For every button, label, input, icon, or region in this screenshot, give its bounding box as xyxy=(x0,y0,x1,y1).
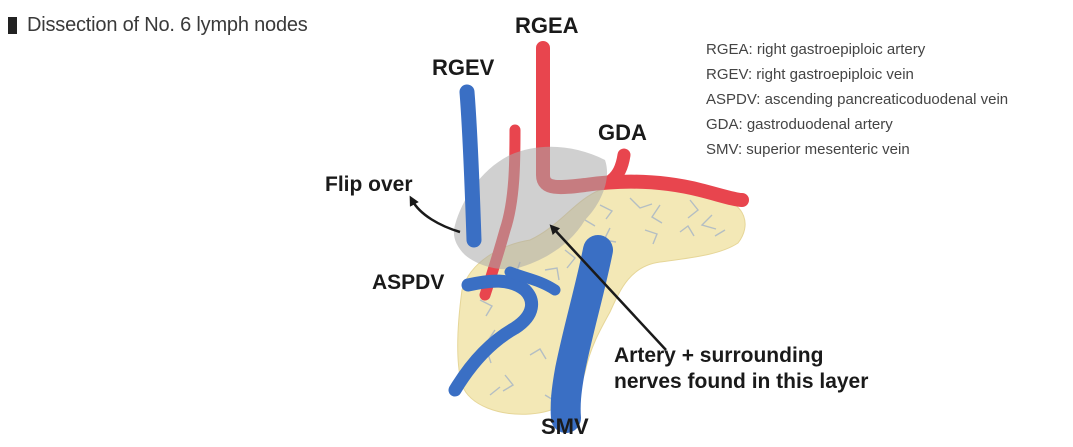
gda-branch xyxy=(605,148,631,187)
label-aspdv: ASPDV xyxy=(372,271,444,294)
legend-item-rgev: RGEV: right gastroepiploic vein xyxy=(706,66,914,83)
artery-pointer-arrow xyxy=(549,224,667,351)
label-flip-over: Flip over xyxy=(325,173,413,196)
label-artery-line2: nerves found in this layer xyxy=(614,370,868,393)
smv-vein xyxy=(550,235,613,433)
heading-bullet-icon xyxy=(8,17,17,34)
legend-item-aspdv: ASPDV: ascending pancreaticoduodenal vei… xyxy=(706,91,1009,108)
aspdv-vein xyxy=(448,274,538,397)
flip-over-arrow xyxy=(409,195,461,234)
legend-item-rgea: RGEA: right gastroepiploic artery xyxy=(706,41,926,58)
figure-title: Dissection of No. 6 lymph nodes xyxy=(27,14,308,36)
veins xyxy=(448,84,613,433)
aspdv-link xyxy=(504,266,561,296)
flipped-tissue-layer xyxy=(453,146,608,270)
legend-item-gda: GDA: gastroduodenal artery xyxy=(706,116,893,133)
rgev-vein xyxy=(459,84,482,248)
label-smv: SMV xyxy=(541,414,589,439)
abbreviation-legend: RGEA: right gastroepiploic artery RGEV: … xyxy=(706,37,1008,162)
label-rgea: RGEA xyxy=(515,13,579,38)
legend-item-smv: SMV: superior mesenteric vein xyxy=(706,141,910,158)
label-artery-line1: Artery + surrounding xyxy=(614,344,823,367)
label-rgev: RGEV xyxy=(432,55,495,80)
figure-heading: Dissection of No. 6 lymph nodes xyxy=(8,14,308,37)
label-gda: GDA xyxy=(598,120,647,145)
